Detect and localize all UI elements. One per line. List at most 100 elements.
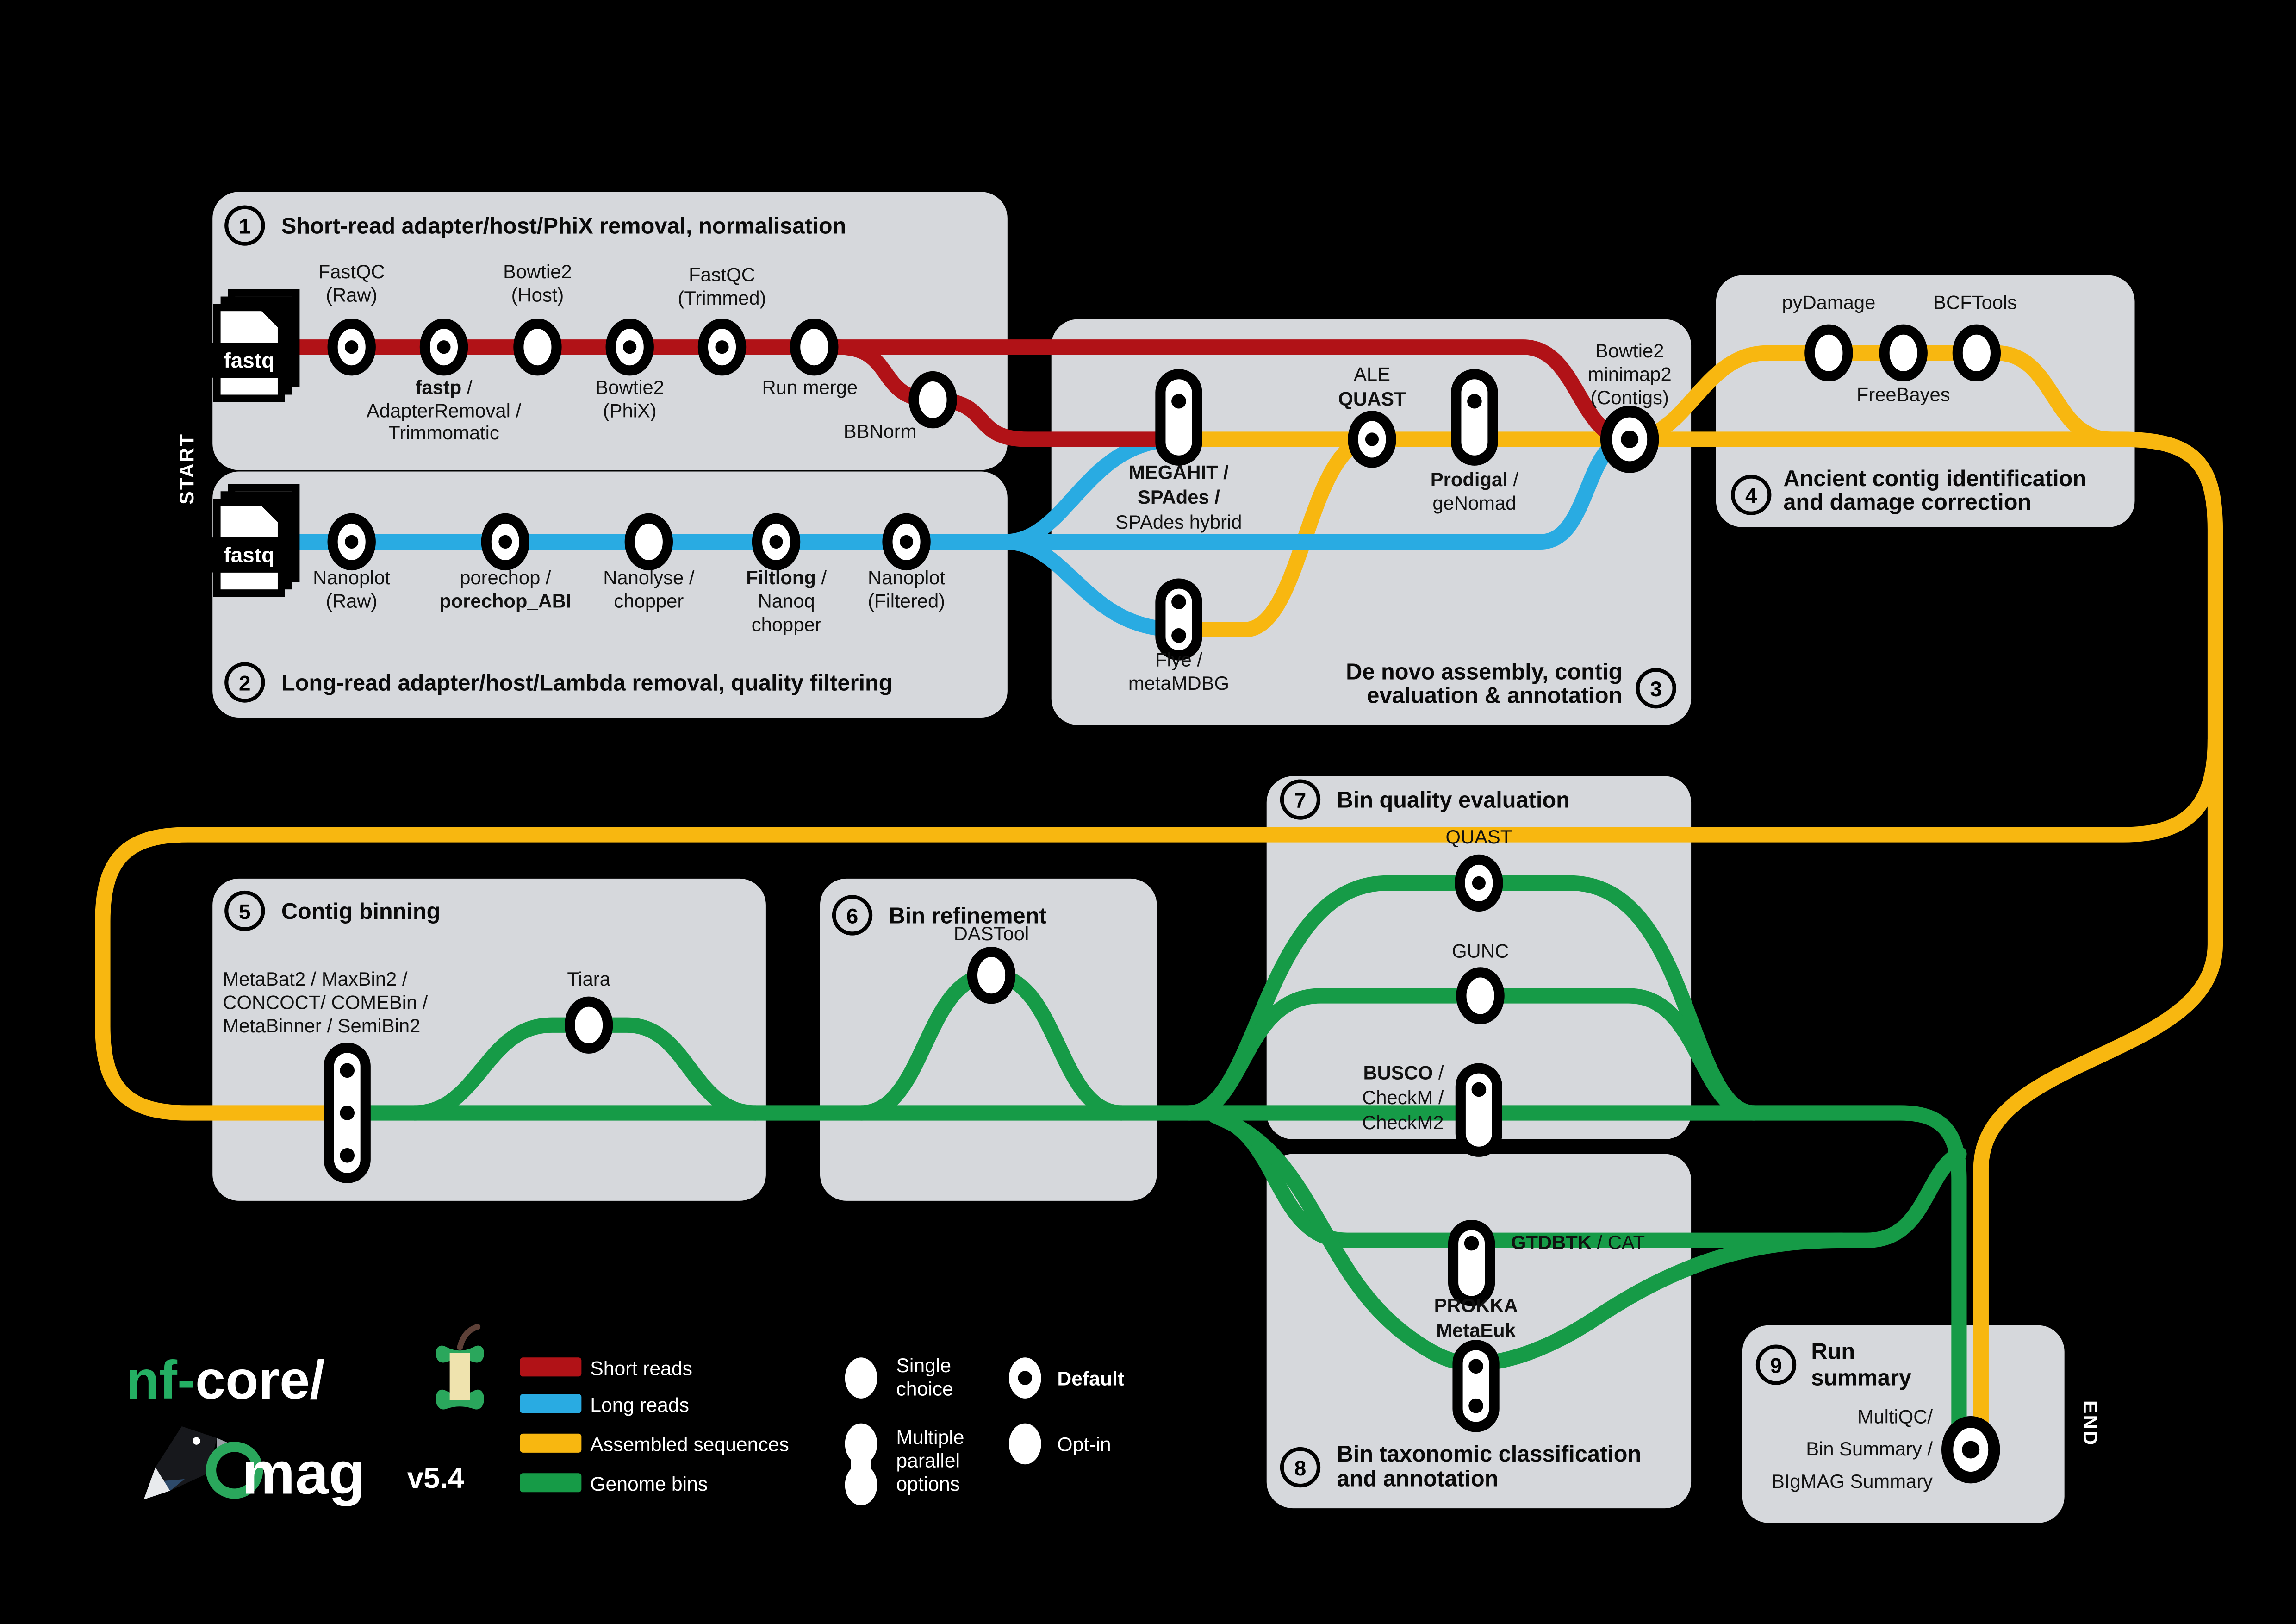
station-ale-quast	[1348, 411, 1396, 468]
stations	[324, 318, 2001, 1484]
s1-number: 1	[239, 214, 251, 238]
station-labels: FastQC(Raw) Bowtie2(Host) FastQC(Trimmed…	[223, 261, 2017, 1492]
legend-symbol-opt-in	[1008, 1423, 1041, 1465]
label-nanoplot-raw: Nanoplot(Raw)	[313, 567, 391, 612]
s4-title-line2: and damage correction	[1783, 490, 2031, 515]
legend-label-assembled: Assembled sequences	[590, 1434, 789, 1456]
box-contig-binning	[212, 878, 766, 1201]
label-fastqc-raw: FastQC(Raw)	[318, 261, 385, 306]
station-nanoplot-filtered	[882, 513, 931, 571]
station-prokka-capsule	[1452, 1340, 1500, 1432]
label-bowtie2-host: Bowtie2(Host)	[503, 261, 572, 306]
station-dastool	[967, 947, 1016, 1004]
station-binners-capsule	[324, 1043, 371, 1183]
station-bowtie2-minimap2	[1600, 406, 1659, 473]
header-s5: 5 Contig binning	[224, 890, 440, 931]
s2-number: 2	[239, 671, 251, 695]
s3-number: 3	[1650, 677, 1662, 701]
station-gunc	[1456, 967, 1505, 1024]
legend-symbol-default	[1008, 1357, 1041, 1399]
s9-title-line1: Run	[1811, 1339, 1855, 1364]
label-fastqc-trimmed: FastQC(Trimmed)	[678, 263, 766, 309]
label-run-merge: Run merge	[762, 376, 858, 398]
label-nanolyse: Nanolyse /chopper	[603, 567, 695, 612]
fastq-icon-long-reads: fastq	[206, 484, 300, 597]
station-prodigal-capsule	[1451, 369, 1498, 466]
label-nanoplot-filtered: Nanoplot(Filtered)	[868, 567, 946, 612]
station-quast	[1455, 854, 1503, 912]
label-binners: MetaBat2 / MaxBin2 /CONCOCT/ COMEBin /Me…	[223, 968, 428, 1037]
fastq-label: fastq	[224, 348, 274, 372]
legend-symbol-single-choice	[845, 1357, 877, 1399]
header-s1: 1 Short-read adapter/host/PhiX removal, …	[224, 205, 846, 246]
header-s9: 9 Run summary	[1755, 1339, 1911, 1390]
station-bbnorm	[908, 371, 957, 429]
assembled-line-main	[1171, 431, 2223, 1452]
station-freebayes	[1879, 324, 1928, 382]
legend-swatch-short-reads	[520, 1357, 582, 1377]
station-tiara	[564, 996, 613, 1054]
legend-swatch-bins	[520, 1473, 582, 1493]
label-tiara: Tiara	[567, 968, 610, 990]
header-s6: 6 Bin refinement	[832, 895, 1047, 936]
label-freebayes: FreeBayes	[1857, 384, 1950, 406]
station-gtdbtk-capsule	[1448, 1219, 1495, 1306]
s4-number: 4	[1745, 484, 1757, 508]
s9-title-line2: summary	[1811, 1365, 1911, 1390]
legend-label-short-reads: Short reads	[590, 1357, 692, 1380]
page-fold	[258, 307, 281, 331]
label-dastool: DASTool	[954, 923, 1029, 944]
s9-number: 9	[1770, 1354, 1782, 1378]
station-nanolyse	[624, 513, 673, 571]
station-fastqc-raw	[327, 318, 376, 376]
assembled-line-west-loop	[95, 731, 2223, 1121]
page-fold	[258, 502, 281, 526]
label-flye: Flye /metaMDBG	[1128, 649, 1229, 694]
header-s2: 2 Long-read adapter/host/Lambda removal,…	[224, 662, 892, 703]
start-marker: START	[176, 433, 198, 505]
label-summary: MultiQC/Bin Summary /BIgMAG Summary	[1772, 1406, 1933, 1492]
station-megahit-capsule	[1155, 369, 1202, 466]
s7-title: Bin quality evaluation	[1337, 788, 1570, 813]
fastq-banner	[206, 343, 292, 378]
fastq-banner	[206, 537, 292, 573]
station-bowtie2-host	[513, 318, 562, 376]
magpie-icon	[143, 1426, 263, 1500]
section-headers: 1 Short-read adapter/host/PhiX removal, …	[224, 205, 2086, 1492]
station-busco-capsule	[1455, 1063, 1502, 1157]
label-bowtie2-phix: Bowtie2(PhiX)	[595, 376, 664, 422]
label-megahit: MEGAHIT /SPAdes /SPAdes hybrid	[1115, 461, 1242, 533]
logo-nfcore-text: nf-core/	[126, 1349, 325, 1410]
legend-label-long-reads: Long reads	[590, 1394, 689, 1416]
s8-number: 8	[1294, 1456, 1307, 1480]
label-prodigal: Prodigal /geNomad	[1431, 468, 1519, 514]
label-pydamage: pyDamage	[1782, 291, 1875, 313]
legend-label-bins: Genome bins	[590, 1473, 708, 1495]
station-fastqc-trimmed	[697, 318, 747, 376]
legend-symbol-multiple-parallel	[845, 1423, 877, 1505]
s8-title-line1: Bin taxonomic classification	[1337, 1442, 1642, 1467]
station-filtlong	[752, 513, 801, 571]
station-flye-capsule	[1155, 578, 1202, 661]
station-bowtie2-phix	[605, 318, 654, 376]
s3-title-line1: De novo assembly, contig	[1346, 660, 1622, 685]
fastq-label: fastq	[224, 543, 274, 567]
label-porechop: porechop /porechop_ABI	[439, 567, 571, 612]
legend-swatch-assembled	[520, 1433, 582, 1453]
header-s3: De novo assembly, contig evaluation & an…	[1346, 660, 1676, 709]
box-long-read-preprocessing	[212, 471, 1008, 718]
station-porechop	[481, 513, 530, 571]
header-s8: 8 Bin taxonomic classification and annot…	[1280, 1442, 1642, 1492]
legend-label-default: Default	[1057, 1368, 1124, 1390]
legend-label-opt-in: Opt-in	[1057, 1434, 1111, 1456]
apple-core-icon	[436, 1324, 484, 1410]
station-bcftools	[1952, 324, 2001, 382]
s7-number: 7	[1294, 788, 1307, 812]
label-busco: BUSCO /CheckM /CheckM2	[1362, 1062, 1444, 1133]
